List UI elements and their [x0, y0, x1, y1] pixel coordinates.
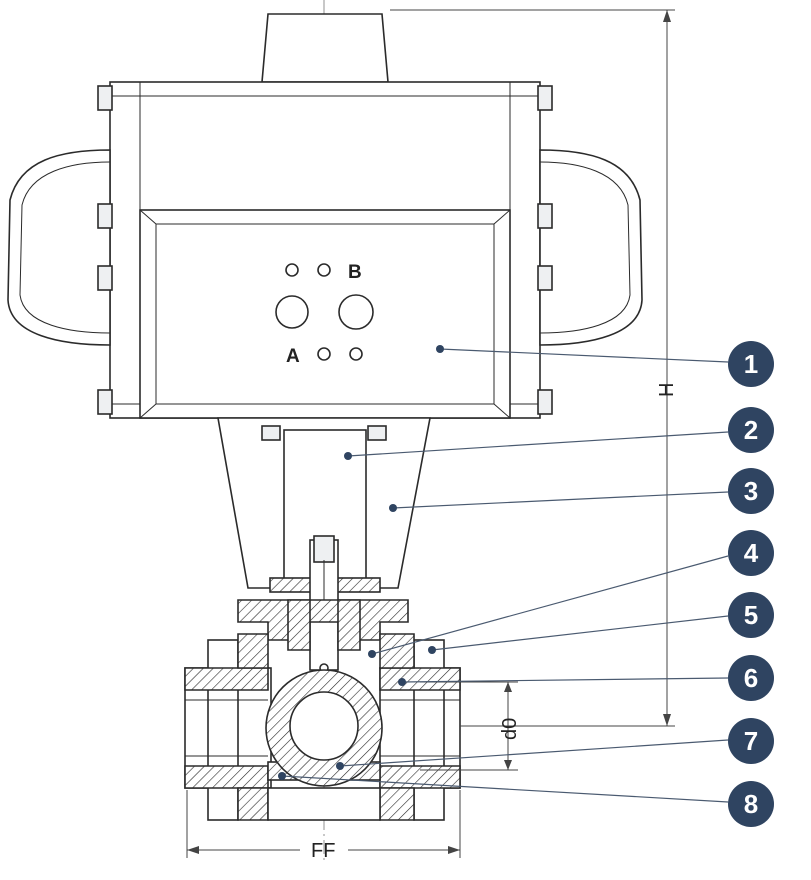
port-label-a: A [286, 346, 300, 367]
actuator-end-cap-left [7, 85, 113, 415]
callout-5: 5 [728, 592, 774, 638]
callout-2-label: 2 [744, 415, 758, 445]
callout-6: 6 [728, 655, 774, 701]
bore-label: d0 [499, 718, 521, 740]
face-to-face-label: FF [311, 840, 335, 862]
callout-4-label: 4 [744, 538, 759, 568]
actuator-top-cap [261, 13, 389, 83]
callout-8: 8 [728, 781, 774, 827]
callout-7: 7 [728, 718, 774, 764]
callout-7-label: 7 [744, 726, 758, 756]
callout-2: 2 [728, 407, 774, 453]
callout-3-label: 3 [744, 476, 758, 506]
valve-body-section [184, 599, 461, 821]
face-to-face-dimension [186, 790, 461, 858]
callout-5-label: 5 [744, 600, 758, 630]
callout-1: 1 [728, 341, 774, 387]
callout-6-label: 6 [744, 663, 758, 693]
callout-leaders [278, 345, 729, 803]
callout-3: 3 [728, 468, 774, 514]
height-label: H [656, 383, 678, 397]
port-label-b: B [348, 262, 362, 283]
callout-4: 4 [728, 530, 774, 576]
callout-8-label: 8 [744, 789, 758, 819]
height-dimension [390, 9, 675, 727]
actuator-body [109, 81, 541, 419]
air-ports [275, 263, 374, 361]
callout-1-label: 1 [744, 349, 758, 379]
actuator-end-cap-right [537, 85, 643, 415]
